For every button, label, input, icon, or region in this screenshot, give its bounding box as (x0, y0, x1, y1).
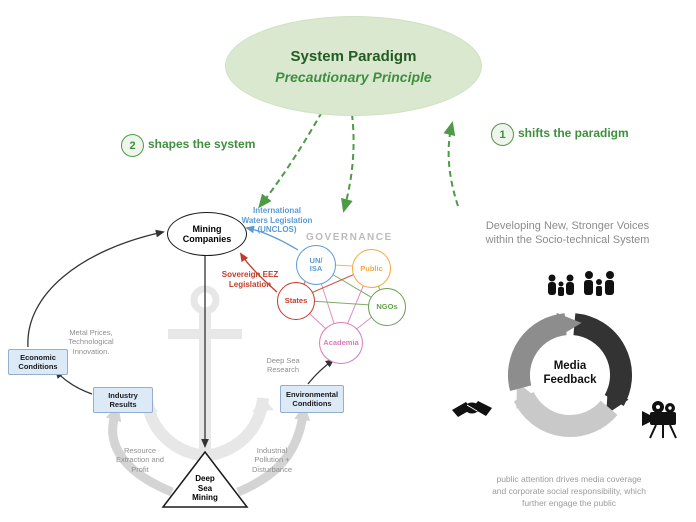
unclos-arrow (245, 225, 299, 251)
international-waters-label: International Waters Legislation (UNCLOS… (241, 206, 313, 235)
deep-sea-research-label: Deep Sea Research (266, 356, 300, 375)
actor-public: Public (352, 249, 391, 288)
actor-states: States (277, 282, 315, 320)
deep-sea-mining-triangle (161, 450, 249, 508)
step-2-label: shapes the system (148, 137, 256, 151)
eez-legislation-label: Sovereign EEZ Legislation (221, 270, 279, 289)
mining-companies-node: Mining Companies (167, 212, 247, 256)
media-heading: Developing New, Stronger Voices within t… (485, 220, 650, 247)
step-1-label: shifts the paradigm (518, 126, 629, 140)
step-1-number: 1 (499, 128, 506, 141)
step-1-badge: 1 (491, 123, 514, 146)
paradigm-dashed-arrows (258, 111, 459, 213)
industrial-pollution-label: Industrial Pollution + Disturbance (251, 446, 293, 474)
governance-label: GOVERNANCE (306, 232, 393, 243)
economic-conditions-box: Economic Conditions (8, 349, 68, 375)
step-2-number: 2 (129, 139, 136, 152)
video-camera-icon (642, 401, 677, 439)
media-feedback-ring (507, 312, 632, 438)
deep-sea-mining-label: Deep Sea Mining (192, 474, 218, 503)
eez-arrow (239, 252, 278, 293)
mining-output-arrows (105, 404, 311, 497)
paradigm-bubble: System Paradigm Precautionary Principle (225, 16, 482, 116)
actor-academia: Academia (319, 322, 363, 364)
environmental-conditions-box: Environmental Conditions (280, 385, 344, 413)
families-icon (548, 271, 614, 296)
step-2-badge: 2 (121, 134, 144, 157)
actor-un-isa: UN/ ISA (296, 245, 336, 285)
media-caption: public attention drives media coverage a… (492, 474, 646, 508)
paradigm-subtitle: Precautionary Principle (275, 68, 432, 85)
handshake-icon (452, 401, 492, 417)
industry-results-box: Industry Results (93, 387, 153, 413)
media-feedback-label: Media Feedback (543, 360, 597, 386)
metal-prices-label: Metal Prices, Technological Innovation. (68, 328, 114, 356)
resource-extraction-label: Resource Extraction and Profit (116, 446, 164, 474)
paradigm-title: System Paradigm (290, 47, 417, 65)
actor-ngos: NGOs (368, 288, 406, 326)
